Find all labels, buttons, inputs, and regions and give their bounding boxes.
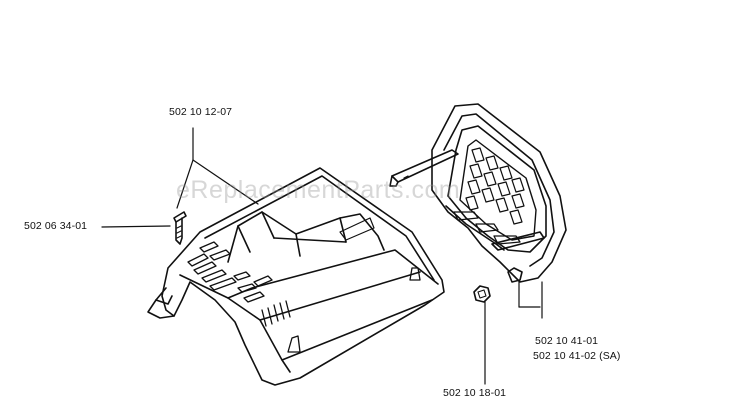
part-label-air-filter-sa: 502 10 41-02 (SA) [533,350,621,362]
nut-drawing [473,285,491,303]
part-label-air-filter: 502 10 41-01 [535,335,599,347]
part-label-top-cover: 502 10 12-07 [169,106,233,118]
watermark: eReplacementParts.com [176,176,461,204]
part-label-screw: 502 06 34-01 [24,220,88,232]
part-label-nut: 502 10 18-01 [443,387,507,399]
leader-lines [101,127,543,385]
top-cover-drawing [147,167,445,386]
air-filter-drawing [389,103,567,283]
screw-drawing [173,211,187,245]
